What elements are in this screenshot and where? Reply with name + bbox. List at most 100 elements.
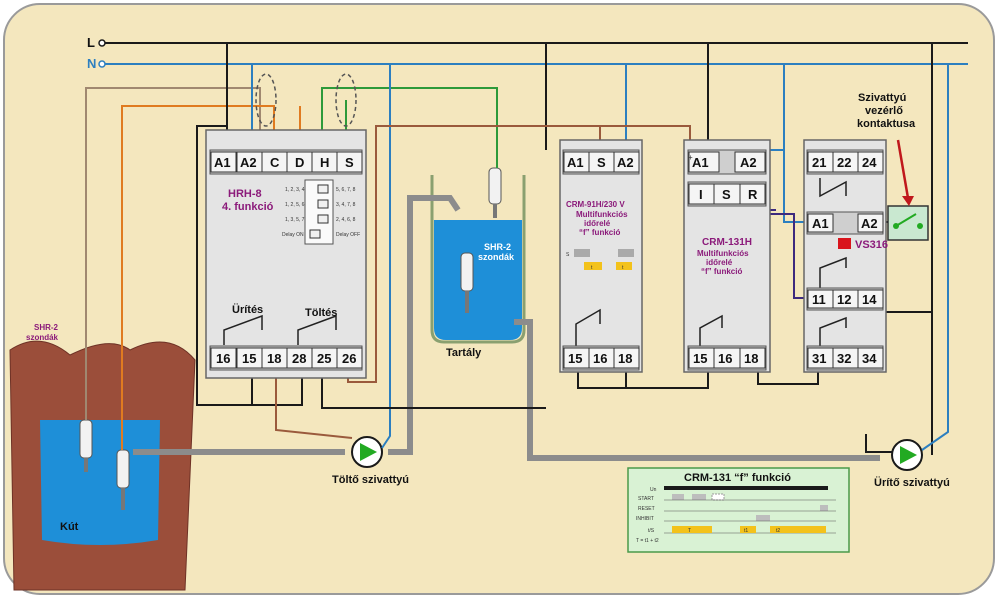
crm91h-bterm-2: 16 xyxy=(593,351,607,366)
timing-row-start: START xyxy=(638,496,654,502)
shr2-tank-label-2: szondák xyxy=(478,252,515,262)
timing-row-un: Un xyxy=(650,487,657,493)
shr2-left-label-1: SHR-2 xyxy=(34,323,59,332)
hrh8-bterm-3: 18 xyxy=(267,351,281,366)
crm131h-mterm-1: I xyxy=(699,187,703,202)
rail-N: N xyxy=(87,56,968,71)
crm91h-desc-3: “f” funkció xyxy=(579,228,620,237)
pump-contact-label-3: kontaktusa xyxy=(857,118,916,130)
fill-pump-label: Töltő szivattyú xyxy=(332,474,409,486)
crm131h-bterm-1: 15 xyxy=(693,351,707,366)
hrh8-relay: A1 A2 C D H S HRH-8 4. funkció 1, 2, 3, … xyxy=(205,129,367,379)
crm131h-relay: A1 + A2 I S R CRM-131H Multifunkciós idő… xyxy=(683,139,771,373)
hrh8-bterm-2: 15 xyxy=(242,351,256,366)
arrow-down-icon xyxy=(902,196,914,206)
crm131h-term-1: A1 xyxy=(692,155,709,170)
hrh8-bterm-6: 26 xyxy=(342,351,356,366)
hrh8-label-uritese: Ürítés xyxy=(232,303,263,316)
hrh8-subtitle: 4. funkció xyxy=(222,201,274,213)
crm91h-term-3: A2 xyxy=(617,155,634,170)
timing-row-ts: t/S xyxy=(648,528,655,534)
fill-pump: Töltő szivattyú xyxy=(332,436,409,486)
dip-right-2: 3, 4, 7, 8 xyxy=(336,202,356,208)
dip-right-3: 2, 4, 6, 8 xyxy=(336,217,356,223)
hrh8-term-2: A2 xyxy=(240,155,257,170)
vs316-term-22: 22 xyxy=(837,155,851,170)
probe-tank-1 xyxy=(488,167,502,218)
shr2-tank-label-1: SHR-2 xyxy=(484,242,511,252)
dip-right-4: Delay OFF xyxy=(336,232,360,238)
crm131h-title: CRM-131H xyxy=(702,237,752,248)
pump-contact-label-2: vezérlő xyxy=(865,105,903,117)
vs316-bterm-31: 31 xyxy=(812,351,826,366)
crm131h-desc-1: Multifunkciós xyxy=(697,249,749,258)
hrh8-term-6: S xyxy=(345,155,354,170)
probes xyxy=(79,167,502,510)
timing-row-inhibit: INHIBIT xyxy=(636,516,654,522)
vs316-mterm-14: 14 xyxy=(862,292,877,307)
well: Kút SHR-2 szondák xyxy=(9,323,196,591)
vs316-name: VS316 xyxy=(855,239,888,251)
hrh8-term-3: C xyxy=(270,155,280,170)
crm91h-timing-t1: t xyxy=(591,265,593,271)
crm91h-title: CRM-91H/230 V xyxy=(566,200,625,209)
timing-bar-t1: t1 xyxy=(744,528,748,534)
tank-label: Tartály xyxy=(446,347,482,359)
timing-row-reset: RESET xyxy=(638,506,655,512)
tank: Tartály SHR-2 szondák xyxy=(430,175,526,359)
timing-chart-title: CRM-131 “f” funkció xyxy=(684,472,791,484)
hrh8-bterm-1: 16 xyxy=(216,351,230,366)
hrh8-bterm-5: 25 xyxy=(317,351,331,366)
pump-control-contact: Szivattyú vezérlő kontaktusa xyxy=(857,92,929,241)
timing-formula: T = t1 + t2 xyxy=(636,538,659,544)
crm91h-timing-t2: t xyxy=(622,265,624,271)
crm91h-desc-2: időrelé xyxy=(584,219,611,228)
vs316-term-24: 24 xyxy=(862,155,877,170)
crm131h-bterm-3: 18 xyxy=(744,351,758,366)
crm91h-bterm-1: 15 xyxy=(568,351,582,366)
pump-contact-label-1: Szivattyú xyxy=(858,92,906,104)
crm91h-desc-1: Multifunkciós xyxy=(576,210,628,219)
crm91h-timing-s: S xyxy=(566,252,570,258)
rail-N-label: N xyxy=(87,56,96,71)
rail-L: L xyxy=(87,35,968,50)
dip-left-1: 1, 2, 3, 4 xyxy=(285,187,305,193)
crm131h-plus: + xyxy=(688,153,693,162)
crm131h-desc-2: időrelé xyxy=(706,258,733,267)
crm91h-term-2: S xyxy=(597,155,606,170)
dip-left-4: Delay ON xyxy=(282,232,304,238)
pump-arrow-icon xyxy=(900,446,917,464)
hrh8-bterm-4: 28 xyxy=(292,351,306,366)
vs316-bterm-34: 34 xyxy=(862,351,877,366)
vs316-coil-a1: A1 xyxy=(812,216,829,231)
ferrite-ring-icon xyxy=(335,73,357,127)
vs316-term-21: 21 xyxy=(812,155,826,170)
timing-bar-t2: t2 xyxy=(776,528,780,534)
crm91h-bterm-3: 18 xyxy=(618,351,632,366)
hrh8-term-4: D xyxy=(295,155,304,170)
dip-left-2: 1, 2, 5, 6 xyxy=(285,202,305,208)
pump-arrow-icon xyxy=(360,443,377,461)
vs316-mterm-12: 12 xyxy=(837,292,851,307)
probe-tank-2 xyxy=(460,252,474,313)
crm131h-bterm-2: 16 xyxy=(718,351,732,366)
crm91h-relay: A1 S A2 CRM-91H/230 V Multifunkciós időr… xyxy=(559,139,643,373)
timing-chart: CRM-131 “f” funkció Un START RESET INHIB… xyxy=(627,467,850,553)
vs316-marker-icon xyxy=(838,238,851,249)
vs316-mterm-11: 11 xyxy=(812,292,826,307)
rail-L-label: L xyxy=(87,35,95,50)
pipes xyxy=(133,195,880,461)
hrh8-label-toltes: Töltés xyxy=(305,307,337,319)
crm131h-desc-3: “f” funkció xyxy=(701,267,742,276)
hrh8-title: HRH-8 xyxy=(228,188,262,200)
shr2-left-label-2: szondák xyxy=(26,333,59,342)
vs316-relay: 21 22 24 A1 A2 VS316 11 12 14 31 32 34 xyxy=(803,139,888,373)
empty-pump-label: Ürítő szivattyú xyxy=(874,476,950,489)
crm131h-term-2: A2 xyxy=(740,155,757,170)
hrh8-term-5: H xyxy=(320,155,329,170)
well-label: Kút xyxy=(60,521,79,533)
timing-bar-t: T xyxy=(688,528,691,534)
crm91h-term-1: A1 xyxy=(567,155,584,170)
ferrite-ring-icon xyxy=(255,73,277,127)
